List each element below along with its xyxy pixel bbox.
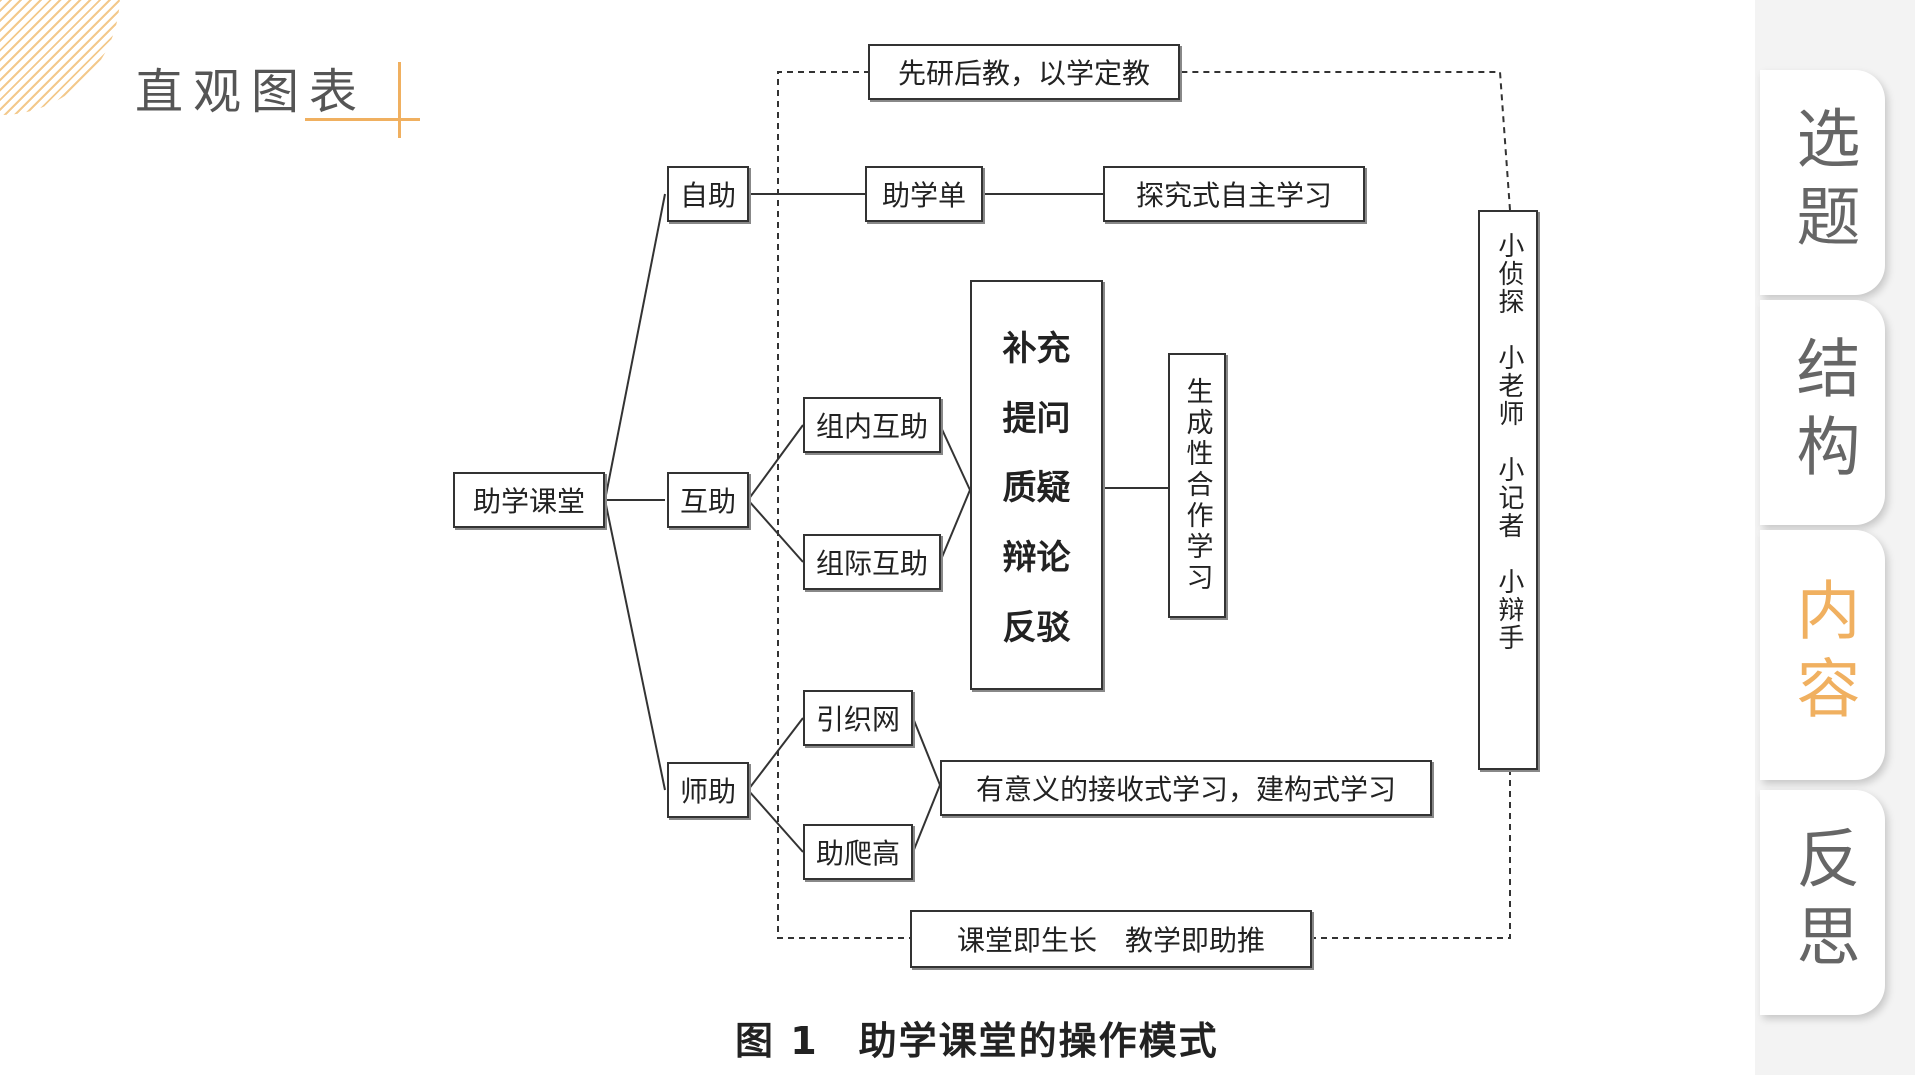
activity-item: 质疑 xyxy=(1002,468,1071,509)
climb-to-outcome xyxy=(912,784,941,853)
nav-tab-content[interactable]: 内容 xyxy=(1760,530,1885,780)
teacher-outcome-box: 有意义的接收式学习，建构式学习 xyxy=(940,760,1432,816)
roles-box: 小侦探 小老师 小记者 小辩手 xyxy=(1478,210,1538,770)
mutual-between-box: 组际互助 xyxy=(803,534,941,590)
activities-box: 补充 提问 质疑 辩论 反驳 xyxy=(970,280,1103,690)
figure-caption: 图 1 助学课堂的操作模式 xyxy=(735,1019,1219,1063)
teacher-climb-box: 助爬高 xyxy=(803,824,913,880)
teacher-to-climb xyxy=(747,789,804,853)
teacher-guide-box: 引织网 xyxy=(803,690,913,746)
mutual-to-in xyxy=(747,424,804,501)
page-title: 直观图表 xyxy=(135,64,368,120)
root-to-self xyxy=(604,193,666,501)
guide-to-outcome xyxy=(912,717,941,786)
mutual-to-between xyxy=(747,499,804,563)
top-banner-box: 先研后教，以学定教 xyxy=(868,44,1180,100)
teacher-box: 师助 xyxy=(667,762,749,818)
diagram-connectors xyxy=(604,71,1511,939)
root-box: 助学课堂 xyxy=(453,472,605,528)
activity-item: 补充 xyxy=(1002,328,1071,369)
in-to-activities xyxy=(939,424,971,491)
mutual-box: 互助 xyxy=(667,472,749,528)
activity-item: 提问 xyxy=(1002,398,1071,439)
title-accent-horizontal xyxy=(305,118,420,121)
self-sheet-box: 助学单 xyxy=(865,166,983,222)
activity-item: 反驳 xyxy=(1002,608,1071,649)
self-box: 自助 xyxy=(667,166,749,222)
mutual-outcome-box: 生成性合作学习 xyxy=(1168,353,1226,618)
nav-tab-topic[interactable]: 选题 xyxy=(1760,70,1885,295)
self-outcome-box: 探究式自主学习 xyxy=(1103,166,1365,222)
between-to-activities xyxy=(939,489,971,563)
bottom-banner-box: 课堂即生长 教学即助推 xyxy=(910,910,1312,968)
root-to-teacher xyxy=(604,499,666,791)
teacher-to-guide xyxy=(747,717,804,791)
nav-tab-reflection[interactable]: 反思 xyxy=(1760,790,1885,1015)
nav-tab-structure[interactable]: 结构 xyxy=(1760,300,1885,525)
title-accent-vertical xyxy=(398,62,401,138)
activity-item: 辩论 xyxy=(1002,538,1071,579)
mutual-in-box: 组内互助 xyxy=(803,397,941,453)
dashed-frame xyxy=(777,71,1511,939)
